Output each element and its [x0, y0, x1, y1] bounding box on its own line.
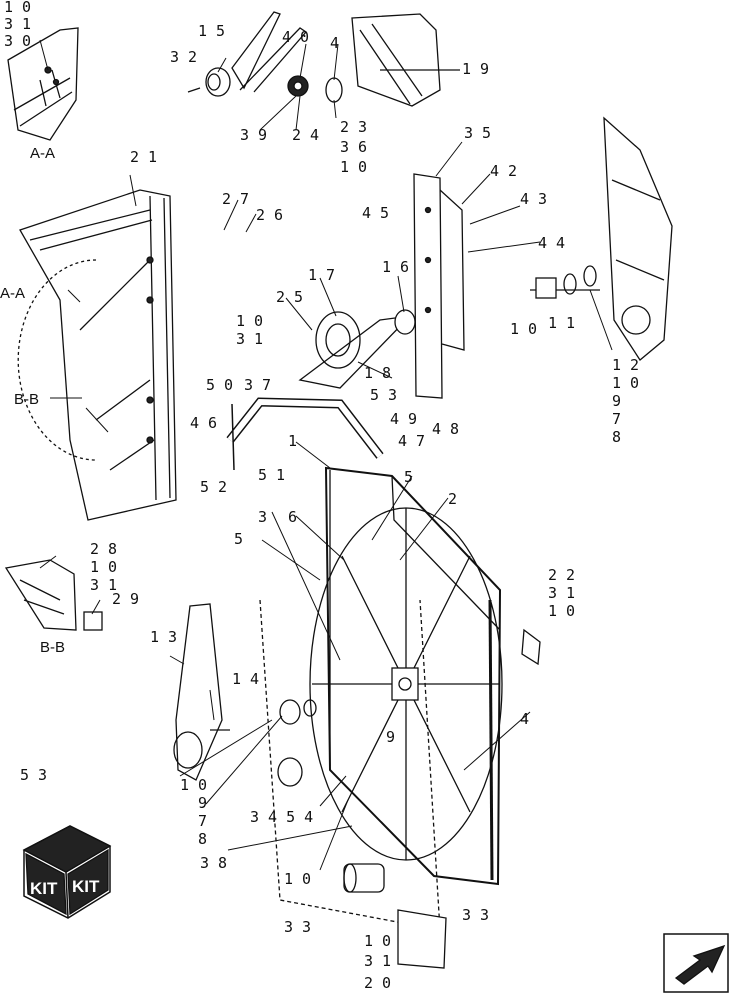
callout-10-rs: 1 0: [612, 374, 639, 392]
callout-50: 5 0: [206, 376, 233, 394]
callout-33-bottom: 3 3: [284, 918, 311, 936]
callout-16: 1 6: [382, 258, 409, 276]
callout-46: 4 6: [190, 414, 217, 432]
callout-4-top: 4: [330, 34, 339, 52]
callout-36: 3 6: [340, 138, 367, 156]
callout-22: 2 2: [548, 566, 575, 584]
callout-10-aa: 1 0: [4, 0, 31, 16]
callout-49: 4 9: [390, 410, 417, 428]
bearing-housings: [277, 699, 317, 787]
callout-33-right: 3 3: [462, 906, 489, 924]
callout-5-left: 5: [234, 530, 243, 548]
callout-38: 3 8: [200, 854, 227, 872]
callout-6: 6: [288, 508, 297, 526]
callout-31-bb: 3 1: [90, 576, 117, 594]
section-label-aa-main: A-A: [0, 285, 25, 302]
callout-15: 1 5: [198, 22, 225, 40]
kit-label-right: KIT: [72, 877, 100, 896]
callout-48: 4 8: [432, 420, 459, 438]
detail-b-b: [4, 559, 103, 631]
callout-37: 3 7: [244, 376, 271, 394]
callout-20: 2 0: [364, 974, 391, 992]
panel-19: [351, 13, 460, 107]
callout-8-left: 8: [198, 830, 207, 848]
leader-lines: [39, 39, 613, 871]
section-label-aa-detail: A-A: [30, 145, 55, 162]
fan-cover-13: [173, 603, 230, 781]
callout-18: 1 8: [364, 364, 391, 382]
callout-29: 2 9: [112, 590, 139, 608]
bracket-22: [521, 628, 541, 666]
pulley-17-belt-18: [298, 309, 416, 389]
right-panel-12: [530, 116, 673, 361]
radiator-frame: [309, 466, 503, 886]
section-label-bb-detail: B-B: [40, 639, 65, 656]
callout-42: 4 2: [490, 162, 517, 180]
callout-21: 2 1: [130, 148, 157, 166]
callout-31-mid: 3 1: [236, 330, 263, 348]
section-label-bb-main: B-B: [14, 391, 39, 408]
callout-23: 2 3: [340, 118, 367, 136]
callout-3: 3: [258, 508, 267, 526]
callout-10-left: 1 0: [180, 776, 207, 794]
callout-53-kit: 5 3: [20, 766, 47, 784]
callout-34-54: 3 4 5 4: [250, 808, 313, 826]
pipe-37: [226, 397, 384, 471]
callout-10-right-b: 1 0: [548, 602, 575, 620]
callout-8-rs: 8: [612, 428, 621, 446]
callout-28: 2 8: [90, 540, 117, 558]
callout-31-aa: 3 1: [4, 15, 31, 33]
left-frame-panel: [17, 189, 177, 521]
callout-10-br: 1 0: [364, 932, 391, 950]
callout-52: 5 2: [200, 478, 227, 496]
callout-9-left: 9: [198, 794, 207, 812]
callout-43: 4 3: [520, 190, 547, 208]
callout-5-top: 5: [404, 468, 413, 486]
callout-53-top: 5 3: [370, 386, 397, 404]
callout-13: 1 3: [150, 628, 177, 646]
callout-47: 4 7: [398, 432, 425, 450]
callout-39: 3 9: [240, 126, 267, 144]
callout-35: 3 5: [464, 124, 491, 142]
callout-26: 2 6: [256, 206, 283, 224]
callout-9-center: 9: [386, 728, 395, 746]
callout-31-right: 3 1: [548, 584, 575, 602]
callout-10-top: 1 0: [340, 158, 367, 176]
callout-10-mid: 1 0: [236, 312, 263, 330]
callout-10-bottom: 1 0: [284, 870, 311, 888]
callout-12: 1 2: [612, 356, 639, 374]
callout-1: 1: [288, 432, 297, 450]
callout-14: 1 4: [232, 670, 259, 688]
callout-7-left: 7: [198, 812, 207, 830]
callout-17: 1 7: [308, 266, 335, 284]
callout-19: 1 9: [462, 60, 489, 78]
callout-51: 5 1: [258, 466, 285, 484]
callout-32: 3 2: [170, 48, 197, 66]
callout-40: 4 0: [282, 28, 309, 46]
callout-4-main: 4: [520, 710, 529, 728]
callout-2: 2: [448, 490, 457, 508]
arrow-icon: [663, 933, 729, 993]
callout-24: 2 4: [292, 126, 319, 144]
callout-27: 2 7: [222, 190, 249, 208]
callout-11: 1 1: [548, 314, 575, 332]
motor-38: [343, 863, 447, 969]
bracket-35-42: [413, 173, 465, 399]
callout-45: 4 5: [362, 204, 389, 222]
callout-9-rs: 9: [612, 392, 621, 410]
detail-a-a: [7, 27, 79, 141]
callout-30-aa: 3 0: [4, 32, 31, 50]
shroud-outline: [259, 599, 441, 931]
callout-10-bb: 1 0: [90, 558, 117, 576]
pulley-belt-assembly-top: [187, 11, 343, 103]
callout-44: 4 4: [538, 234, 565, 252]
kit-box: [22, 825, 112, 919]
callout-10-right: 1 0: [510, 320, 537, 338]
callout-7-rs: 7: [612, 410, 621, 428]
callout-31-br: 3 1: [364, 952, 391, 970]
callout-25: 2 5: [276, 288, 303, 306]
kit-label-left: KIT: [30, 879, 58, 898]
